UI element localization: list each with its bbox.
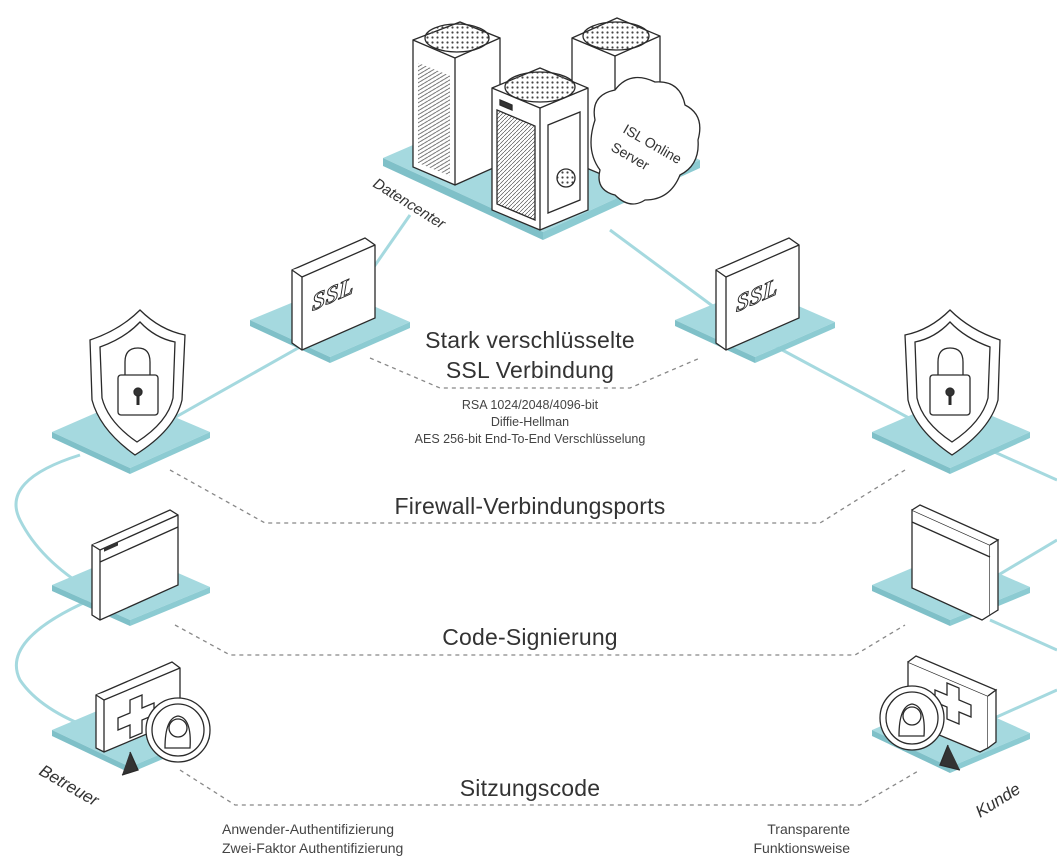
padlock-shield-icon-right [904, 309, 1001, 456]
ssl-details: RSA 1024/2048/4096-bit Diffie-Hellman AE… [380, 397, 680, 448]
feature-two-factor: Zwei-Faktor Authentifizierung [222, 840, 404, 856]
supporter-monitor-icon [95, 661, 211, 776]
customer-features: Transparente Funktionsweise [700, 820, 851, 858]
padlock-shield-icon-left [89, 309, 186, 456]
ssl-detail-aes: AES 256-bit End-To-End Verschlüsselung [414, 432, 646, 446]
ssl-title-line1: Stark verschlüsselte [425, 327, 635, 353]
window-icon-right [911, 504, 1000, 621]
connection-lines [14, 214, 1057, 732]
dashed-connectors [169, 357, 921, 806]
feature-operation: Funktionsweise [753, 840, 851, 856]
ssl-detail-dh: Diffie-Hellman [490, 415, 570, 429]
ssl-detail-rsa: RSA 1024/2048/4096-bit [461, 398, 599, 412]
server-front [491, 67, 589, 231]
firewall-label: Firewall-Verbindungsports [394, 493, 666, 519]
customer-label: Kunde [972, 779, 1024, 821]
feature-user-auth: Anwender-Authentifizierung [222, 821, 394, 837]
ssl-title-line2: SSL Verbindung [445, 357, 615, 383]
server-back-left [412, 21, 501, 186]
session-code-label: Sitzungscode [459, 775, 601, 801]
ssl-shield-right [715, 237, 800, 351]
code-signing-label: Code-Signierung [442, 624, 618, 650]
ssl-shield-left [291, 237, 376, 351]
cloud-icon [590, 76, 701, 205]
customer-monitor-icon [879, 655, 998, 771]
ssl-title: Stark verschlüsselte SSL Verbindung [380, 325, 680, 385]
supporter-features: Anwender-Authentifizierung Zwei-Faktor A… [222, 820, 462, 858]
supporter-label: Betreuer [36, 761, 103, 811]
window-icon-left [91, 509, 179, 621]
feature-transparent: Transparente [767, 821, 850, 837]
